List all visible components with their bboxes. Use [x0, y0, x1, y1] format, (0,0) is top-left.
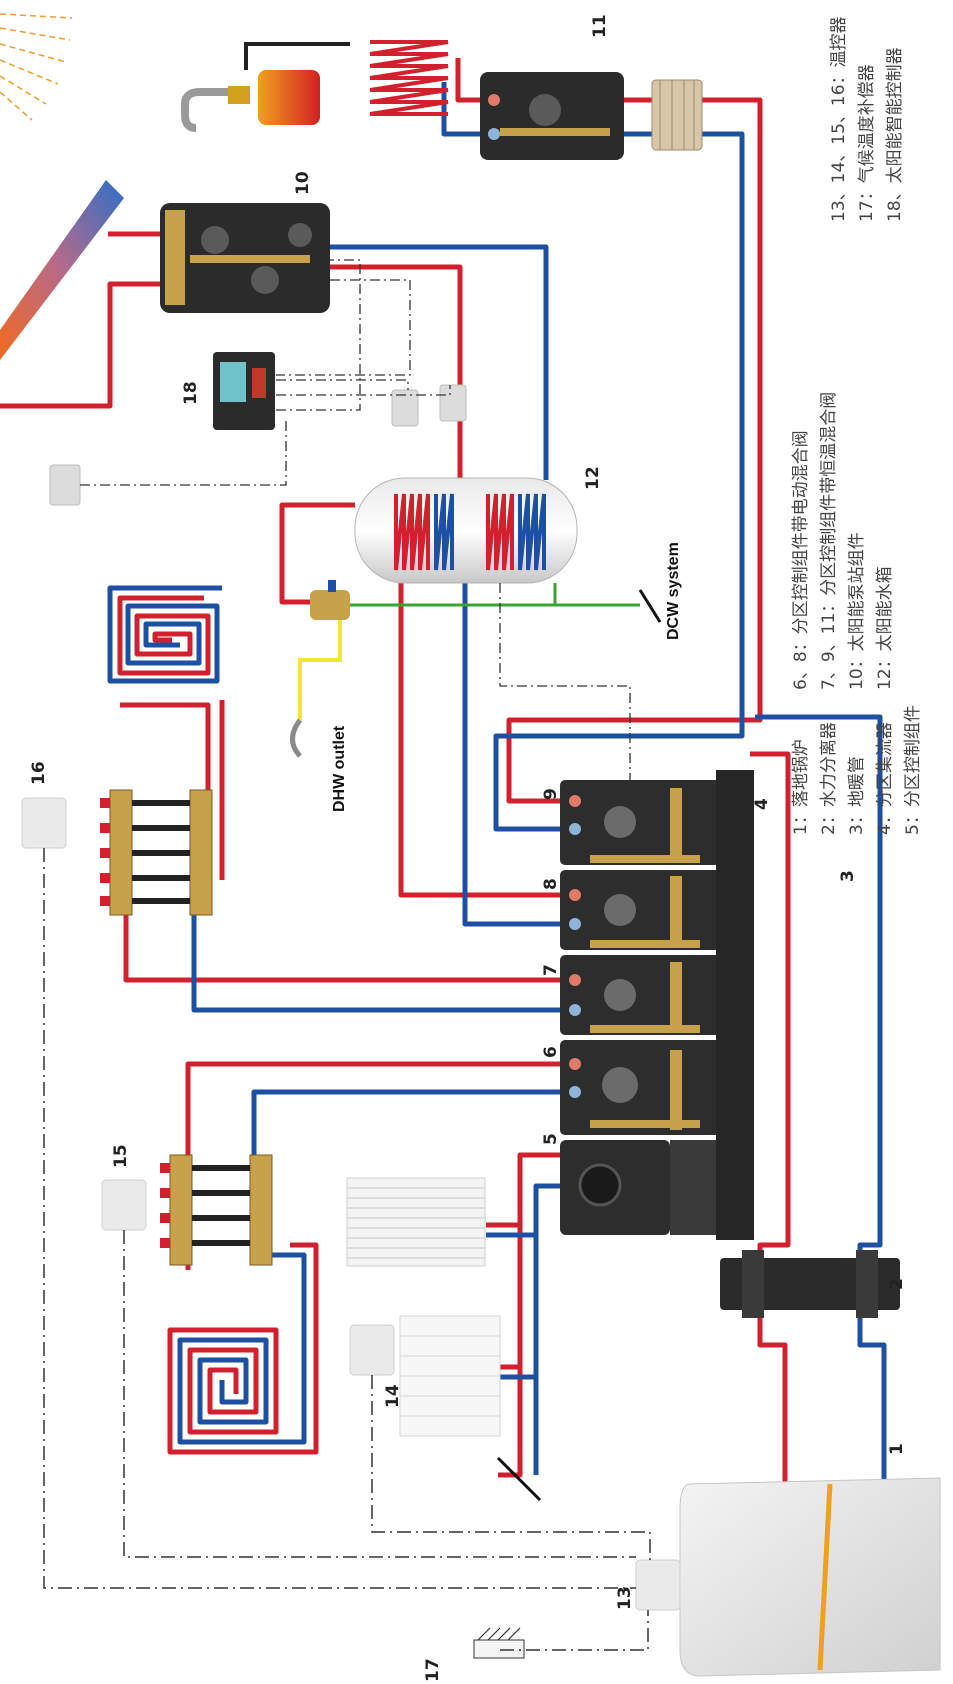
pipe-end-cap — [496, 1456, 542, 1502]
tank-sensor-2 — [439, 384, 467, 422]
solar-controller — [213, 352, 275, 430]
zone7-hot-pipe — [123, 895, 560, 983]
thermostat-16 — [21, 797, 67, 849]
zone11-to-coil-cold — [441, 82, 480, 137]
solar-return-pipe — [0, 281, 165, 409]
label-6: 6 — [541, 1046, 561, 1058]
outdoor-temperature-sensor — [473, 1627, 525, 1659]
label-3: 3 — [838, 870, 858, 882]
legend-item-7: 7、9、11：分区控制组件带恒温混合阀 — [819, 392, 839, 690]
boiler-return-pipe — [755, 714, 887, 1484]
tank-coil-cold-pipe — [330, 244, 549, 480]
plate-heat-exchanger — [651, 79, 703, 151]
label-1: 1 — [887, 1443, 907, 1455]
legend-item-5: 5：分区控制组件 — [903, 705, 923, 835]
label-4: 4 — [752, 798, 772, 810]
label-dhw-outlet: DHW outlet — [331, 725, 348, 812]
zone5-cold-pipe — [533, 1183, 560, 1475]
legend: 1：落地锅炉 2：水力分离器 3：地暖管 4：分区集流器 5：分区控制组件 6、… — [791, 16, 923, 835]
tank-coil-hot-pipe — [330, 264, 463, 480]
legend-item-8: 10：太阳能泵站组件 — [847, 532, 867, 690]
legend-item-11: 17：气候温度补偿器 — [857, 64, 877, 222]
label-16: 16 — [29, 761, 49, 785]
label-11: 11 — [590, 14, 610, 38]
zone6-hot-pipe — [185, 1061, 560, 1170]
label-10: 10 — [293, 171, 313, 195]
label-14: 14 — [383, 1384, 403, 1408]
dcw-pipe-end — [638, 589, 662, 623]
label-12: 12 — [583, 466, 603, 490]
thermostat-15 — [101, 1179, 147, 1231]
label-2: 2 — [887, 1278, 907, 1290]
thermostat-13 — [635, 1559, 681, 1611]
legend-item-9: 12：太阳能水箱 — [875, 566, 895, 690]
solar-pump-station — [160, 203, 330, 313]
legend-item-4: 4：分区集流器 — [875, 722, 895, 835]
zone9-hot-pipe — [506, 97, 763, 804]
zone-control-11 — [480, 72, 624, 160]
legend-item-2: 2：水力分离器 — [819, 722, 839, 835]
tank-sensor-1 — [391, 389, 419, 427]
label-5: 5 — [541, 1133, 561, 1145]
floor-heating-coil-upper — [107, 585, 225, 880]
zone11-to-coil-hot — [455, 58, 480, 103]
boiler-flow-pipe — [750, 751, 791, 1484]
radiator-1 — [346, 1177, 486, 1267]
radiator-2 — [399, 1315, 501, 1437]
legend-item-1: 1：落地锅炉 — [791, 739, 811, 835]
expansion-vessel — [181, 42, 350, 132]
zone5-hot-pipe — [498, 1152, 560, 1478]
sun-rays-icon — [0, 13, 73, 121]
floor-heating-coil-lower — [167, 1242, 319, 1455]
solar-water-tank — [354, 477, 578, 584]
label-dcw-system: DCW system — [665, 542, 682, 640]
coil-heat-exchanger — [369, 40, 449, 116]
control-wiring — [43, 259, 651, 1651]
label-13: 13 — [615, 1586, 635, 1610]
thermostatic-mixing-valve — [279, 502, 355, 758]
legend-item-12: 18、太阳能智能控制器 — [885, 47, 905, 222]
zone6-cold-pipe — [251, 1089, 560, 1170]
legend-item-10: 13、14、15、16：温控器 — [829, 16, 849, 222]
label-18: 18 — [181, 381, 201, 405]
label-7: 7 — [541, 964, 561, 976]
manifold-upper — [100, 789, 213, 916]
solar-collector — [0, 180, 124, 360]
zone9-cold-pipe — [493, 131, 745, 832]
hydraulic-separator — [720, 1250, 900, 1318]
label-17: 17 — [423, 1658, 443, 1682]
thermostat-14 — [349, 1324, 395, 1376]
solar-sensor-1 — [49, 464, 81, 506]
label-8: 8 — [541, 878, 561, 890]
manifold-lower — [160, 1154, 273, 1266]
label-9: 9 — [541, 788, 561, 800]
label-15: 15 — [111, 1144, 131, 1168]
zone-control-stack — [560, 770, 754, 1240]
legend-item-3: 3：地暖管 — [847, 756, 867, 835]
zone7-cold-pipe — [191, 880, 560, 1013]
legend-item-6: 6、8：分区控制组件带电动混合阀 — [791, 430, 811, 690]
floor-standing-boiler — [679, 1477, 941, 1677]
